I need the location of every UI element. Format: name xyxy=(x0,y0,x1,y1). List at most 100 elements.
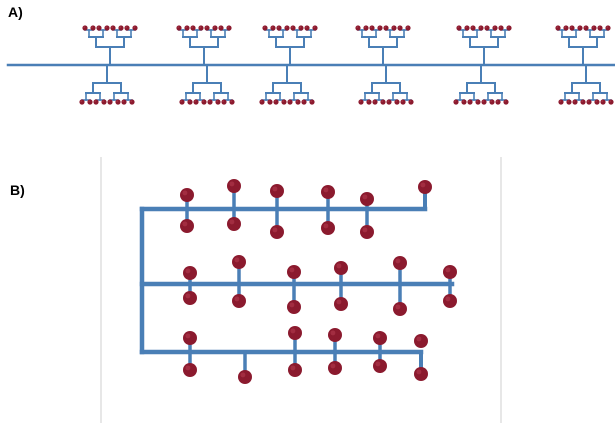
pendant-group xyxy=(373,331,387,373)
panel-label-a: A) xyxy=(8,4,23,20)
bead xyxy=(380,99,386,105)
bead xyxy=(393,302,407,316)
bead xyxy=(270,225,284,239)
pendant-group xyxy=(321,185,335,235)
bead xyxy=(328,361,342,375)
bead xyxy=(408,99,414,105)
bead xyxy=(555,25,561,31)
bead xyxy=(495,99,501,105)
bead xyxy=(232,255,246,269)
bead xyxy=(183,291,197,305)
bead xyxy=(287,99,293,105)
bead xyxy=(600,99,606,105)
bead xyxy=(183,363,197,377)
bead xyxy=(373,331,387,345)
bead xyxy=(383,25,389,31)
bead xyxy=(259,99,265,105)
bead xyxy=(569,25,575,31)
bead xyxy=(394,99,400,105)
pendant-group xyxy=(443,265,457,308)
bead xyxy=(180,219,194,233)
bead xyxy=(594,99,600,105)
bead xyxy=(334,297,348,311)
bead xyxy=(386,99,392,105)
pendant-group xyxy=(393,256,407,316)
bead xyxy=(489,99,495,105)
bead xyxy=(270,25,276,31)
bead xyxy=(358,99,364,105)
bead xyxy=(79,99,85,105)
bead xyxy=(270,184,284,198)
bead xyxy=(580,99,586,105)
bead xyxy=(443,265,457,279)
bead xyxy=(227,217,241,231)
bead xyxy=(366,99,372,105)
pendant-group xyxy=(288,326,302,377)
bead xyxy=(605,25,611,31)
bead xyxy=(563,25,569,31)
bead xyxy=(229,99,235,105)
side-dendron-up xyxy=(82,25,138,66)
bead xyxy=(566,99,572,105)
bead xyxy=(207,99,213,105)
bead xyxy=(287,300,301,314)
bead xyxy=(104,25,110,31)
bead xyxy=(212,25,218,31)
bead xyxy=(87,99,93,105)
panel-label-b: B) xyxy=(10,182,25,198)
bead xyxy=(118,25,124,31)
bead xyxy=(124,25,130,31)
bead xyxy=(281,99,287,105)
bead xyxy=(183,331,197,345)
side-dendron-up xyxy=(555,25,611,66)
bead xyxy=(405,25,411,31)
bead xyxy=(453,99,459,105)
bead xyxy=(121,99,127,105)
pendant-group xyxy=(360,192,374,239)
side-dendron-up xyxy=(262,25,318,66)
bead xyxy=(558,99,564,105)
pendant-group xyxy=(183,331,197,377)
pendant-group xyxy=(232,255,246,308)
bead xyxy=(393,256,407,270)
side-dendron-down xyxy=(259,64,315,105)
panel-a-branched-polymer-chain xyxy=(6,25,615,105)
bead xyxy=(498,25,504,31)
bead xyxy=(276,25,282,31)
bead xyxy=(456,25,462,31)
bead xyxy=(295,99,301,105)
bead xyxy=(369,25,375,31)
pendant-group xyxy=(328,328,342,375)
pendant-group xyxy=(334,261,348,311)
bead xyxy=(464,25,470,31)
bead xyxy=(484,25,490,31)
bead xyxy=(179,99,185,105)
bead xyxy=(373,359,387,373)
bead xyxy=(583,25,589,31)
bead xyxy=(180,188,194,202)
side-dendron-down xyxy=(358,64,414,105)
pendant-group xyxy=(227,179,241,231)
pendant-group xyxy=(238,350,252,384)
bead xyxy=(443,294,457,308)
bead xyxy=(215,99,221,105)
bead xyxy=(478,25,484,31)
bead xyxy=(221,99,227,105)
side-dendron-down xyxy=(453,64,509,105)
side-dendron-down xyxy=(558,64,614,105)
bead xyxy=(461,99,467,105)
bead xyxy=(503,99,509,105)
bead xyxy=(90,25,96,31)
bead xyxy=(129,99,135,105)
bead xyxy=(288,363,302,377)
bead xyxy=(572,99,578,105)
bead xyxy=(101,99,107,105)
bead xyxy=(334,261,348,275)
side-dendron-up xyxy=(355,25,411,66)
bead xyxy=(608,99,614,105)
bead xyxy=(591,25,597,31)
bead xyxy=(360,192,374,206)
bead xyxy=(298,25,304,31)
side-dendron-up xyxy=(176,25,232,66)
